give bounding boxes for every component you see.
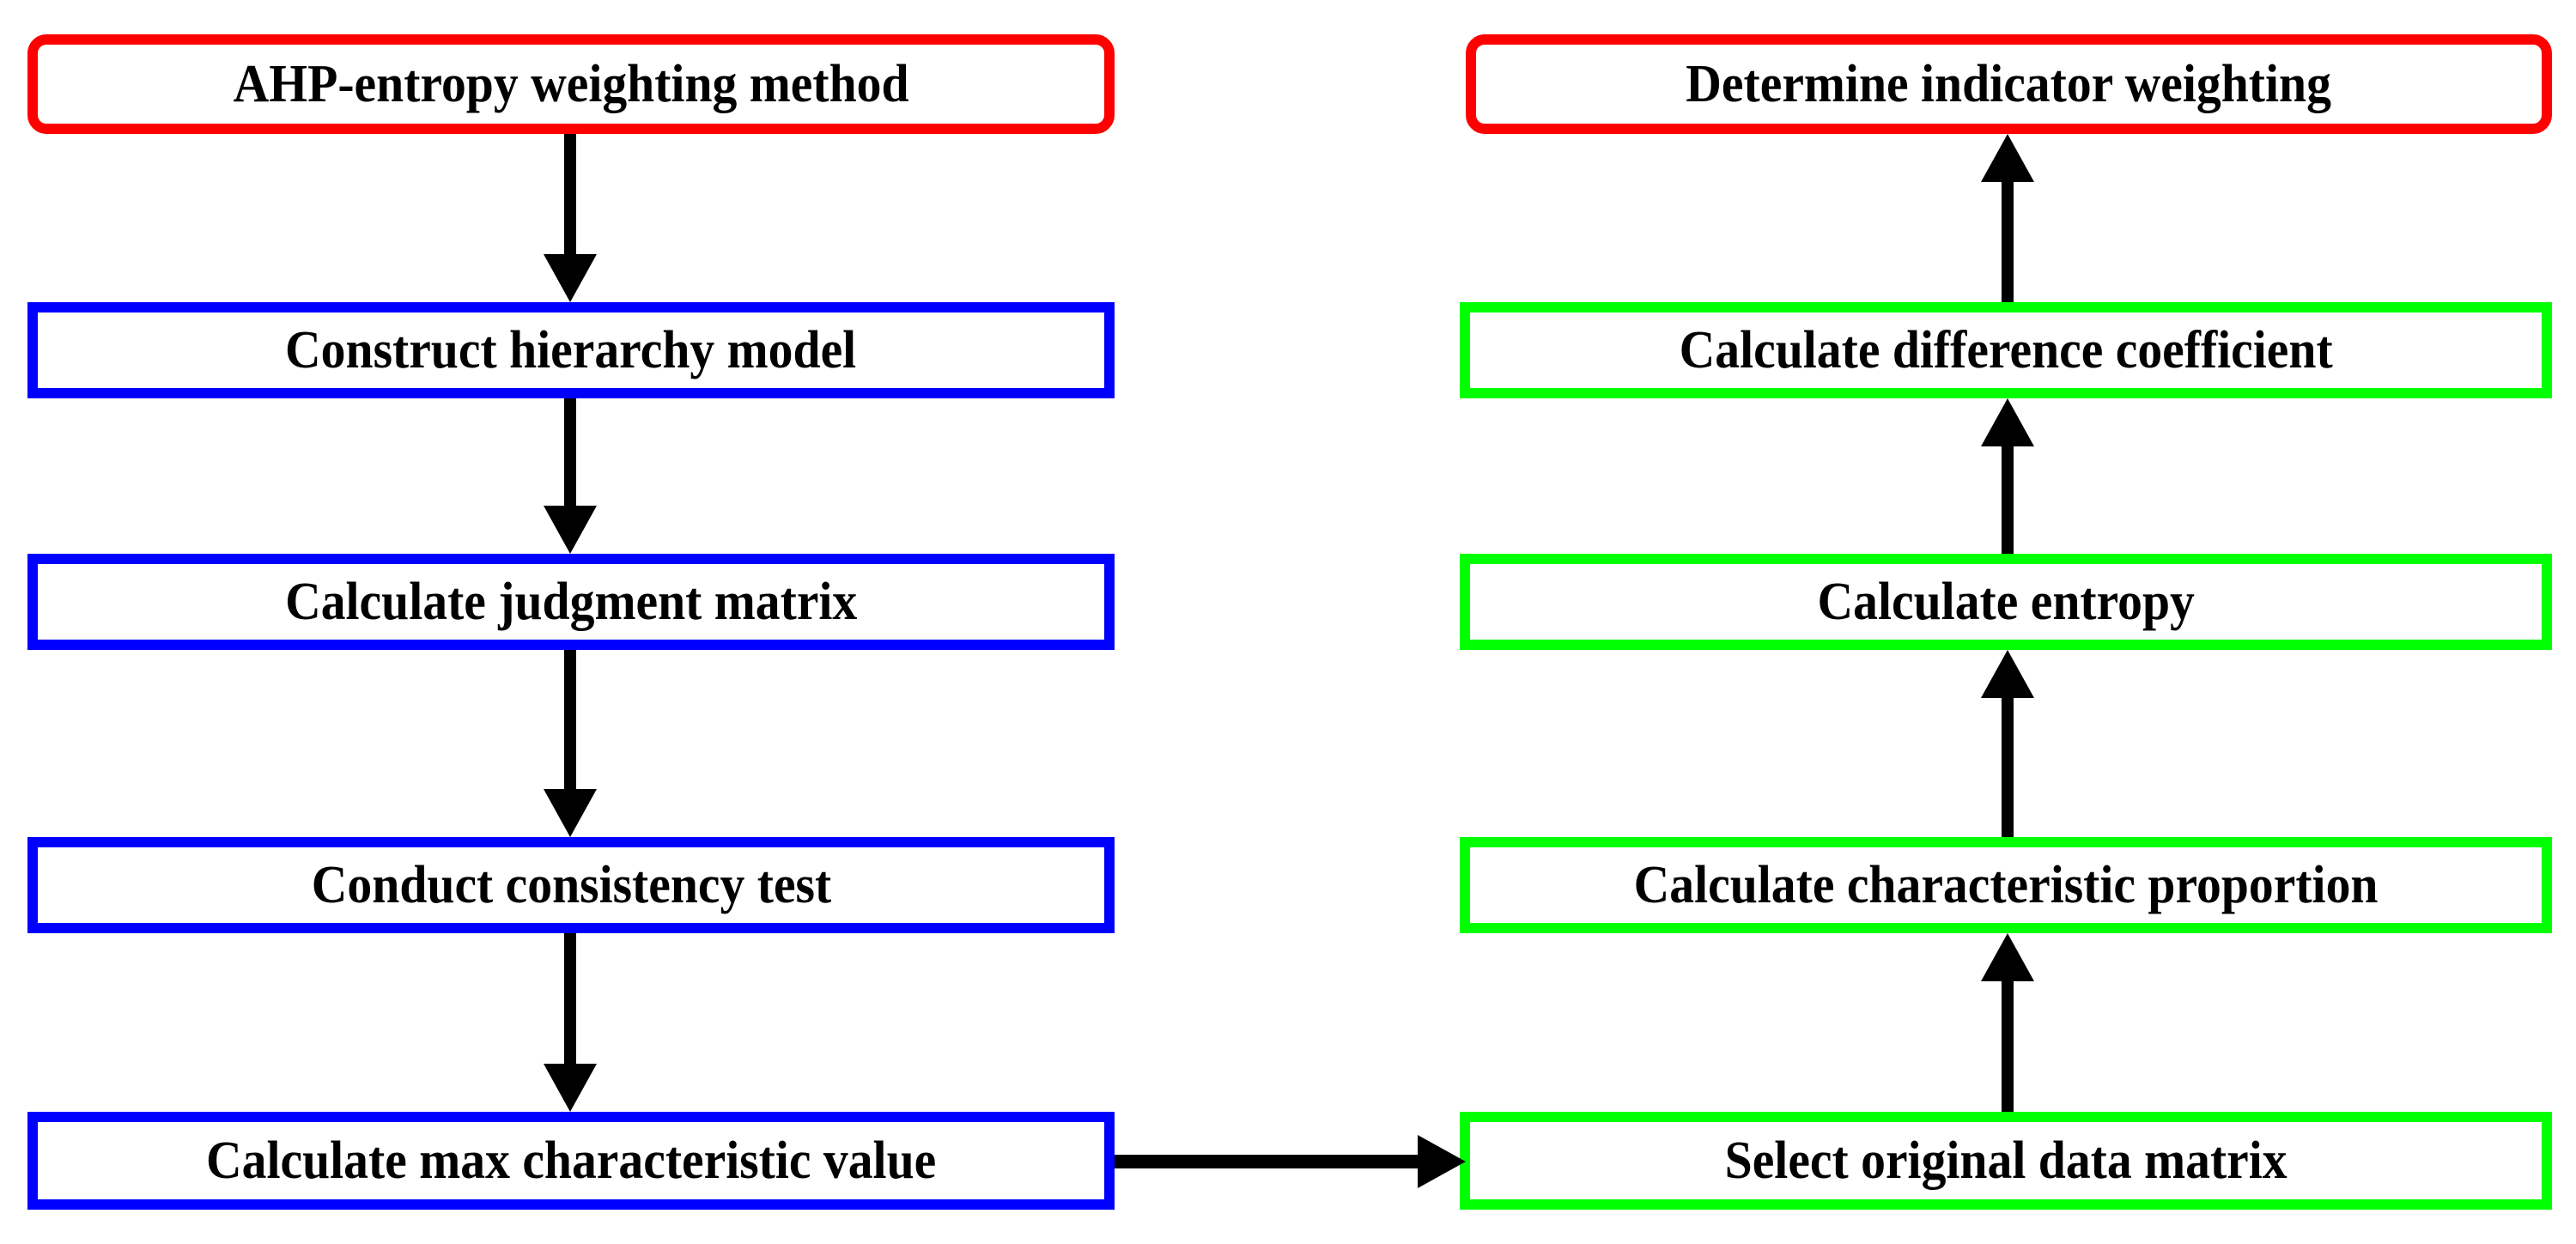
arrow-head-up-icon — [1981, 134, 2034, 182]
arrow-shaft — [564, 933, 576, 1064]
arrow-difference-to-weighting — [1981, 134, 2034, 302]
arrow-head-down-icon — [544, 1064, 597, 1112]
arrow-consistency-to-maxvalue — [544, 933, 597, 1112]
arrow-shaft — [1115, 1155, 1424, 1168]
arrow-shaft — [564, 134, 576, 254]
node-label: Calculate difference coefficient — [1679, 321, 2333, 379]
arrow-shaft — [2002, 981, 2014, 1112]
arrow-ahp-to-hierarchy — [544, 134, 597, 302]
node-label: Construct hierarchy model — [285, 321, 857, 379]
arrow-shaft — [564, 650, 576, 789]
arrow-hierarchy-to-judgment — [544, 398, 597, 554]
node-calculate-difference-coefficient[interactable]: Calculate difference coefficient — [1460, 302, 2552, 398]
arrow-head-up-icon — [1981, 650, 2034, 698]
arrow-head-up-icon — [1981, 933, 2034, 981]
arrow-head-down-icon — [544, 789, 597, 837]
arrow-shaft — [2002, 698, 2014, 837]
node-select-original-data-matrix[interactable]: Select original data matrix — [1460, 1112, 2552, 1210]
node-label: Calculate judgment matrix — [284, 573, 858, 631]
arrow-head-right-icon — [1418, 1135, 1466, 1188]
node-label: Calculate characteristic proportion — [1633, 856, 2379, 914]
node-label: AHP-entropy weighting method — [233, 55, 909, 113]
arrow-shaft — [564, 398, 576, 506]
node-label: Determine indicator weighting — [1686, 55, 2332, 113]
arrow-head-up-icon — [1981, 398, 2034, 446]
node-ahp-entropy-weighting-method[interactable]: AHP-entropy weighting method — [27, 34, 1115, 134]
node-label: Calculate entropy — [1817, 573, 2195, 631]
node-construct-hierarchy-model[interactable]: Construct hierarchy model — [27, 302, 1115, 398]
arrow-head-down-icon — [544, 254, 597, 302]
node-calculate-characteristic-proportion[interactable]: Calculate characteristic proportion — [1460, 837, 2552, 933]
node-label: Conduct consistency test — [311, 856, 831, 914]
arrow-judgment-to-consistency — [544, 650, 597, 837]
arrow-head-down-icon — [544, 506, 597, 554]
node-determine-indicator-weighting[interactable]: Determine indicator weighting — [1466, 34, 2552, 134]
arrow-datamatrix-to-proportion — [1981, 933, 2034, 1112]
node-calculate-max-characteristic-value[interactable]: Calculate max characteristic value — [27, 1112, 1115, 1210]
node-calculate-entropy[interactable]: Calculate entropy — [1460, 554, 2552, 650]
node-calculate-judgment-matrix[interactable]: Calculate judgment matrix — [27, 554, 1115, 650]
node-label: Select original data matrix — [1724, 1132, 2287, 1190]
arrow-entropy-to-difference — [1981, 398, 2034, 554]
arrow-maxvalue-to-datamatrix — [1115, 1135, 1466, 1188]
node-conduct-consistency-test[interactable]: Conduct consistency test — [27, 837, 1115, 933]
node-label: Calculate max characteristic value — [205, 1132, 937, 1190]
arrow-proportion-to-entropy — [1981, 650, 2034, 837]
arrow-shaft — [2002, 446, 2014, 554]
arrow-shaft — [2002, 182, 2014, 302]
